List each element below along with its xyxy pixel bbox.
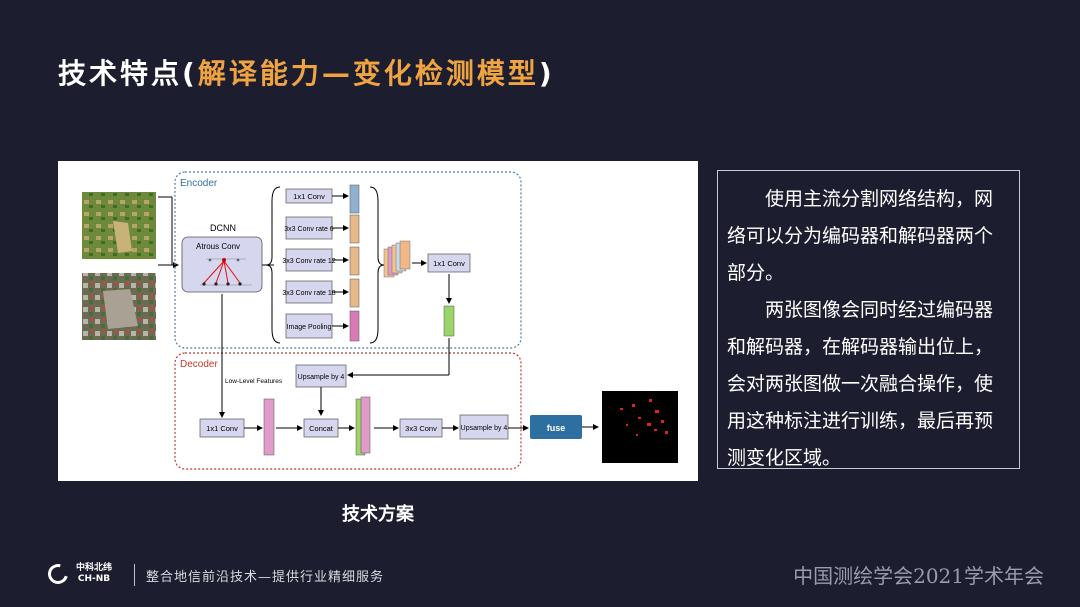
decoder-3x3-conv-label: 3x3 Conv <box>405 424 437 433</box>
conference-name: 中国测绘学会2021学术年会 <box>793 564 1044 588</box>
architecture-diagram: Encoder DCNN Atrous Conv 1x1 Conv 3x3 Co… <box>58 161 698 481</box>
feature-map-1x1 <box>349 184 360 214</box>
concat-feature-stack <box>383 240 411 278</box>
encoder-region <box>174 171 522 349</box>
description-paragraph: 使用主流分割网络结构，网络可以分为编码器和解码器两个部分。 <box>727 188 994 284</box>
change-mask-output <box>602 391 678 463</box>
slide-title-suffix: ) <box>538 57 555 90</box>
branch-rate6-label: 3x3 Conv rate 6 <box>284 226 334 233</box>
feature-map-rate18 <box>349 278 360 308</box>
branch-rate18-label: 3x3 Conv rate 18 <box>282 290 335 297</box>
feature-map-pooling <box>349 310 360 342</box>
logo-text-cn: 中科北纬 <box>76 563 113 573</box>
upsample-bottom-label: Upsample by 4 <box>461 425 508 432</box>
encoder-output-map <box>443 305 455 337</box>
low-level-feature-map <box>263 398 275 456</box>
encoder-label: Encoder <box>180 178 218 189</box>
fuse-label: fuse <box>547 423 566 433</box>
low-level-features-label: Low-Level Features <box>225 378 283 385</box>
description-paragraph: 两张图像会同时经过编码器和解码器，在解码器输出位上，会对两张图做一次融合操作，使… <box>727 299 994 469</box>
decoder-region <box>174 352 522 470</box>
slide-title-prefix: 技术特点( <box>58 57 198 90</box>
decoder-concat-maps <box>355 396 371 456</box>
company-logo: 中科北纬 CH-NB <box>44 560 113 588</box>
logo-text-en: CH-NB <box>77 574 111 584</box>
branch-1x1-conv-label: 1x1 Conv <box>293 192 325 201</box>
fuse-block <box>530 415 582 439</box>
slide-title-highlight: 解译能力—变化检测模型 <box>197 57 539 90</box>
dcnn-label: DCNN <box>210 223 236 233</box>
change-regions <box>620 399 668 436</box>
decoder-1x1-conv-label: 1x1 Conv <box>206 424 238 433</box>
branch-image-pooling-label: Image Pooling <box>287 324 332 331</box>
encoder-1x1-conv <box>427 253 471 273</box>
feature-map-rate6 <box>349 214 360 244</box>
figure-caption: 技术方案 <box>342 504 414 525</box>
slide-title: 技术特点(解译能力—变化检测模型) <box>58 52 555 92</box>
feature-map-rate12 <box>349 246 360 276</box>
upsample-top-label: Upsample by 4 <box>298 374 345 381</box>
atrous-kernel-icon <box>200 258 252 286</box>
concat-label: Concat <box>309 424 334 433</box>
logo-icon <box>44 560 72 588</box>
footer-divider <box>134 564 135 586</box>
decoder-label: Decoder <box>180 359 218 370</box>
upsample-bottom <box>459 414 509 440</box>
description-box: 使用主流分割网络结构，网络可以分为编码器和解码器两个部分。 两张图像会同时经过编… <box>717 170 1020 469</box>
encoder-1x1-conv-label: 1x1 Conv <box>433 259 465 268</box>
branch-rate12-label: 3x3 Conv rate 12 <box>282 258 335 265</box>
atrous-conv-label: Atrous Conv <box>196 242 240 251</box>
footer-slogan: 整合地信前沿技术—提供行业精细服务 <box>146 570 385 585</box>
